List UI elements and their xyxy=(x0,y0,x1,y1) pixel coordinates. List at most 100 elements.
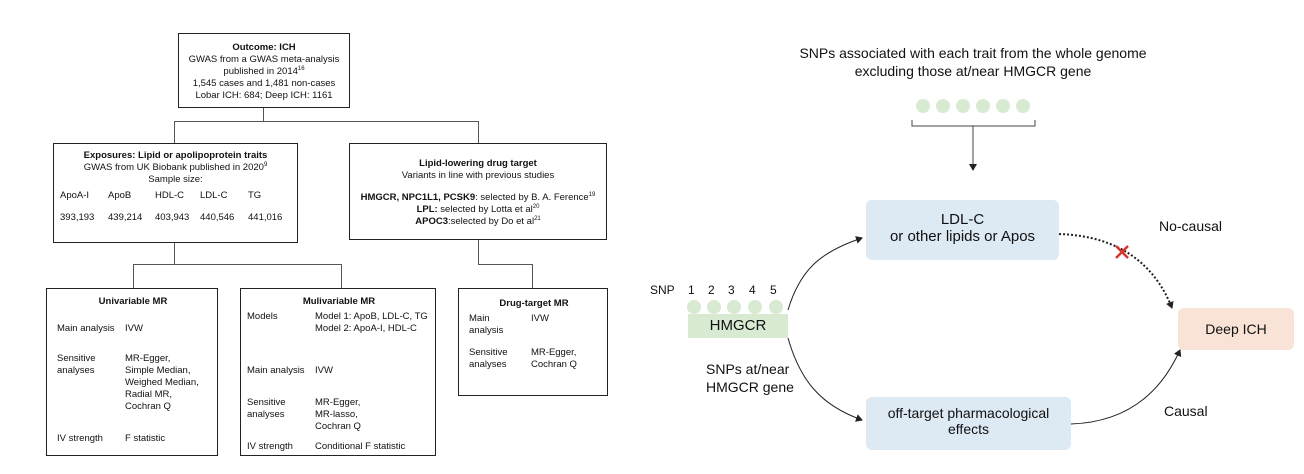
top-text-line-2: excluding those at/near HMGCR gene xyxy=(854,63,1092,79)
bracket xyxy=(911,120,1036,127)
arrow-offtarget-to-deepich xyxy=(1070,349,1182,425)
ldl-line-2: or other lipids or Apos xyxy=(889,228,1036,245)
snps-near-label: SNPs at/near HMGCR gene xyxy=(706,360,794,396)
snp-dot xyxy=(976,99,990,113)
iv-strength-label: IV strength xyxy=(247,441,293,452)
sensitive-value: Cochran Q xyxy=(531,359,577,370)
trait-label: HDL-C xyxy=(155,190,185,201)
exposures-box: Exposures: Lipid or apolipoprotein trait… xyxy=(53,143,298,243)
hmgcr-gene-bar: HMGCR xyxy=(688,314,788,338)
snp-dot xyxy=(687,300,701,314)
connector xyxy=(478,121,479,143)
snp-number: 4 xyxy=(749,283,756,297)
exposures-sample-size-label: Sample size: xyxy=(148,173,203,185)
sample-size-value: 439,214 xyxy=(108,212,143,223)
arrow-ldl-to-deepich-dotted xyxy=(1058,233,1174,309)
ldl-line-1: LDL-C xyxy=(940,211,985,228)
snp-number: 3 xyxy=(728,283,735,297)
snp-dot xyxy=(936,99,950,113)
snp-dot xyxy=(956,99,970,113)
model-1: Model 1: ApoB, LDL-C, TG xyxy=(315,311,428,322)
sensitive-label: analyses xyxy=(469,359,507,370)
univariable-mr-box: Univariable MR Main analysis IVW Sensiti… xyxy=(46,288,218,456)
snps-near-line-2: HMGCR gene xyxy=(706,379,794,395)
connector xyxy=(341,264,342,288)
snps-near-line-1: SNPs at/near xyxy=(706,361,790,377)
sensitive-value: MR-Egger, xyxy=(315,397,361,408)
drug-target-box: Lipid-lowering drug target Variants in l… xyxy=(349,143,607,240)
main-analysis-label: Main analysis xyxy=(57,323,115,334)
sensitive-label: Sensitive xyxy=(247,397,286,408)
no-causal-label: No-causal xyxy=(1159,218,1223,234)
connector xyxy=(174,121,479,122)
snp-dot xyxy=(1016,99,1030,113)
top-text-line-1: SNPs associated with each trait from the… xyxy=(799,45,1147,61)
offtarget-line-2: effects xyxy=(948,421,989,437)
snp-number: 2 xyxy=(708,283,715,297)
sensitive-label: Sensitive xyxy=(57,353,96,364)
connector xyxy=(174,243,175,265)
main-analysis-value: IVW xyxy=(315,365,333,376)
sample-size-value: 403,943 xyxy=(155,212,190,223)
main-analysis-value: IVW xyxy=(125,323,143,334)
outcome-box: Outcome: ICH GWAS from a GWAS meta-analy… xyxy=(178,33,350,108)
univariable-title: Univariable MR xyxy=(98,296,168,307)
arrow-hmgcr-to-ldl xyxy=(787,236,863,311)
main-analysis-value: IVW xyxy=(531,313,549,324)
deep-ich-box: Deep ICH xyxy=(1178,308,1294,350)
sensitive-label: analyses xyxy=(247,409,285,420)
outcome-line-2: 1,545 cases and 1,481 non-cases xyxy=(192,77,336,89)
arrow-hmgcr-to-offtarget xyxy=(787,337,863,422)
iv-strength-label: IV strength xyxy=(57,433,103,444)
snp-dot xyxy=(727,300,741,314)
sensitive-value: MR-Egger, xyxy=(531,347,577,358)
trait-label: ApoB xyxy=(108,190,132,201)
iv-strength-value: F statistic xyxy=(125,433,166,444)
sensitive-value: MR-lasso, xyxy=(315,409,358,420)
drug-target-mr-title: Drug-target MR xyxy=(499,298,569,309)
no-causal-cross-icon xyxy=(1115,245,1129,259)
sensitive-value: Cochran Q xyxy=(125,401,171,412)
connector xyxy=(174,121,175,143)
sample-size-value: 441,016 xyxy=(248,212,283,223)
causal-label: Causal xyxy=(1164,403,1208,419)
drug-target-title: Lipid-lowering drug target xyxy=(419,158,537,169)
connector xyxy=(263,108,264,122)
snp-number: 1 xyxy=(688,283,695,297)
offtarget-line-1: off-target pharmacological xyxy=(887,405,1050,421)
main-analysis-label: Main xyxy=(469,313,490,324)
exposures-title: Exposures: Lipid or apolipoprotein trait… xyxy=(83,150,268,161)
trait-label: ApoA-I xyxy=(60,190,90,201)
drug-target-subtitle: Variants in line with previous studies xyxy=(401,169,555,181)
sensitive-value: Cochran Q xyxy=(315,421,361,432)
multivariable-mr-box: Mulivariable MR Models Model 1: ApoB, LD… xyxy=(240,288,436,456)
main-analysis-label: Main analysis xyxy=(247,365,305,376)
drug-target-row-1: HMGCR, NPC1L1, PCSK9: selected by B. A. … xyxy=(360,191,596,203)
snp-dot xyxy=(707,300,721,314)
outcome-title: Outcome: ICH xyxy=(232,42,296,53)
sensitive-label: Sensitive xyxy=(469,347,508,358)
trait-label: TG xyxy=(248,190,262,201)
sample-size-value: 393,193 xyxy=(60,212,95,223)
sensitive-label: analyses xyxy=(57,365,95,376)
drug-target-row-3: APOC3:selected by Do et al21 xyxy=(415,215,541,227)
exposures-line-1: GWAS from UK Biobank published in 20209 xyxy=(83,161,268,174)
snp-number: 5 xyxy=(770,283,777,297)
connector xyxy=(133,264,342,265)
main-analysis-label: analysis xyxy=(469,325,504,336)
sensitive-value: MR-Egger, xyxy=(125,353,171,364)
drug-target-mr-box: Drug-target MR Main analysis IVW Sensiti… xyxy=(458,288,608,396)
connector xyxy=(478,240,479,265)
connector xyxy=(532,264,533,288)
multivariable-title: Mulivariable MR xyxy=(302,296,376,307)
ldl-c-box: LDL-C or other lipids or Apos xyxy=(866,200,1059,260)
sensitive-value: Weighed Median, xyxy=(125,377,199,388)
off-target-box: off-target pharmacological effects xyxy=(866,397,1071,450)
snp-dot xyxy=(916,99,930,113)
trait-label: LDL-C xyxy=(200,190,228,201)
drug-target-row-2: LPL: selected by Lotta et al20 xyxy=(416,203,540,215)
connector xyxy=(133,264,134,288)
snp-label: SNP xyxy=(650,283,675,297)
sensitive-value: Radial MR, xyxy=(125,389,172,400)
